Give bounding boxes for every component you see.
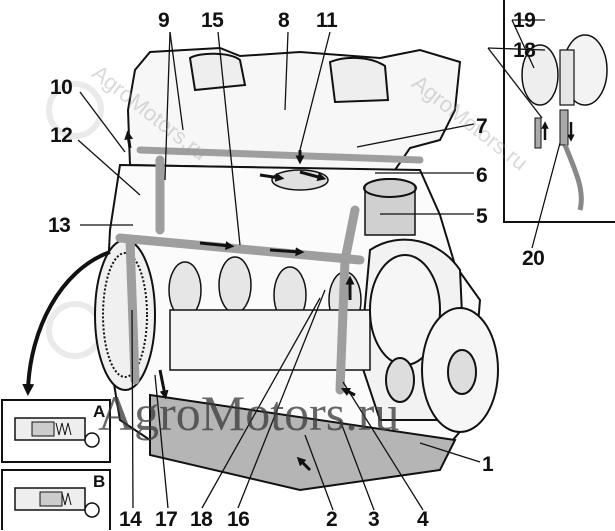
detail-arrow (22, 250, 111, 396)
leader-lines (77, 19, 561, 511)
callout-9: 9 (158, 9, 170, 32)
watermark: AgroMotors.ru (98, 385, 400, 441)
callout-4: 4 (417, 508, 429, 531)
turbo-inset (503, 0, 615, 223)
piston-top (363, 178, 417, 198)
callout-8: 8 (278, 9, 290, 32)
callout-11: 11 (316, 9, 338, 32)
callout-7: 7 (476, 115, 488, 138)
cylinder-liner (364, 178, 416, 236)
callout-13: 13 (48, 214, 71, 237)
flywheel (94, 239, 156, 391)
callout-1: 1 (482, 453, 494, 476)
inset-letter-b: B (93, 472, 106, 491)
oil-sump (149, 393, 457, 492)
inset-letter-a: A (93, 402, 106, 421)
callout-6: 6 (476, 164, 488, 187)
inset-a (1, 399, 111, 463)
inset-b (1, 469, 111, 530)
callout-5: 5 (476, 205, 488, 228)
callout-20: 20 (522, 247, 545, 270)
callout-18-turbo: 18 (513, 39, 536, 62)
callout-2: 2 (326, 508, 338, 531)
callout-3: 3 (368, 508, 380, 531)
callout-12: 12 (50, 124, 73, 147)
callout-19: 19 (513, 9, 536, 32)
callout-15: 15 (201, 9, 224, 32)
front-pulleys (369, 254, 499, 433)
callout-16: 16 (227, 508, 250, 531)
callout-17: 17 (155, 508, 178, 531)
callout-14: 14 (119, 508, 142, 531)
callout-10: 10 (50, 76, 73, 99)
callout-18: 18 (190, 508, 213, 531)
